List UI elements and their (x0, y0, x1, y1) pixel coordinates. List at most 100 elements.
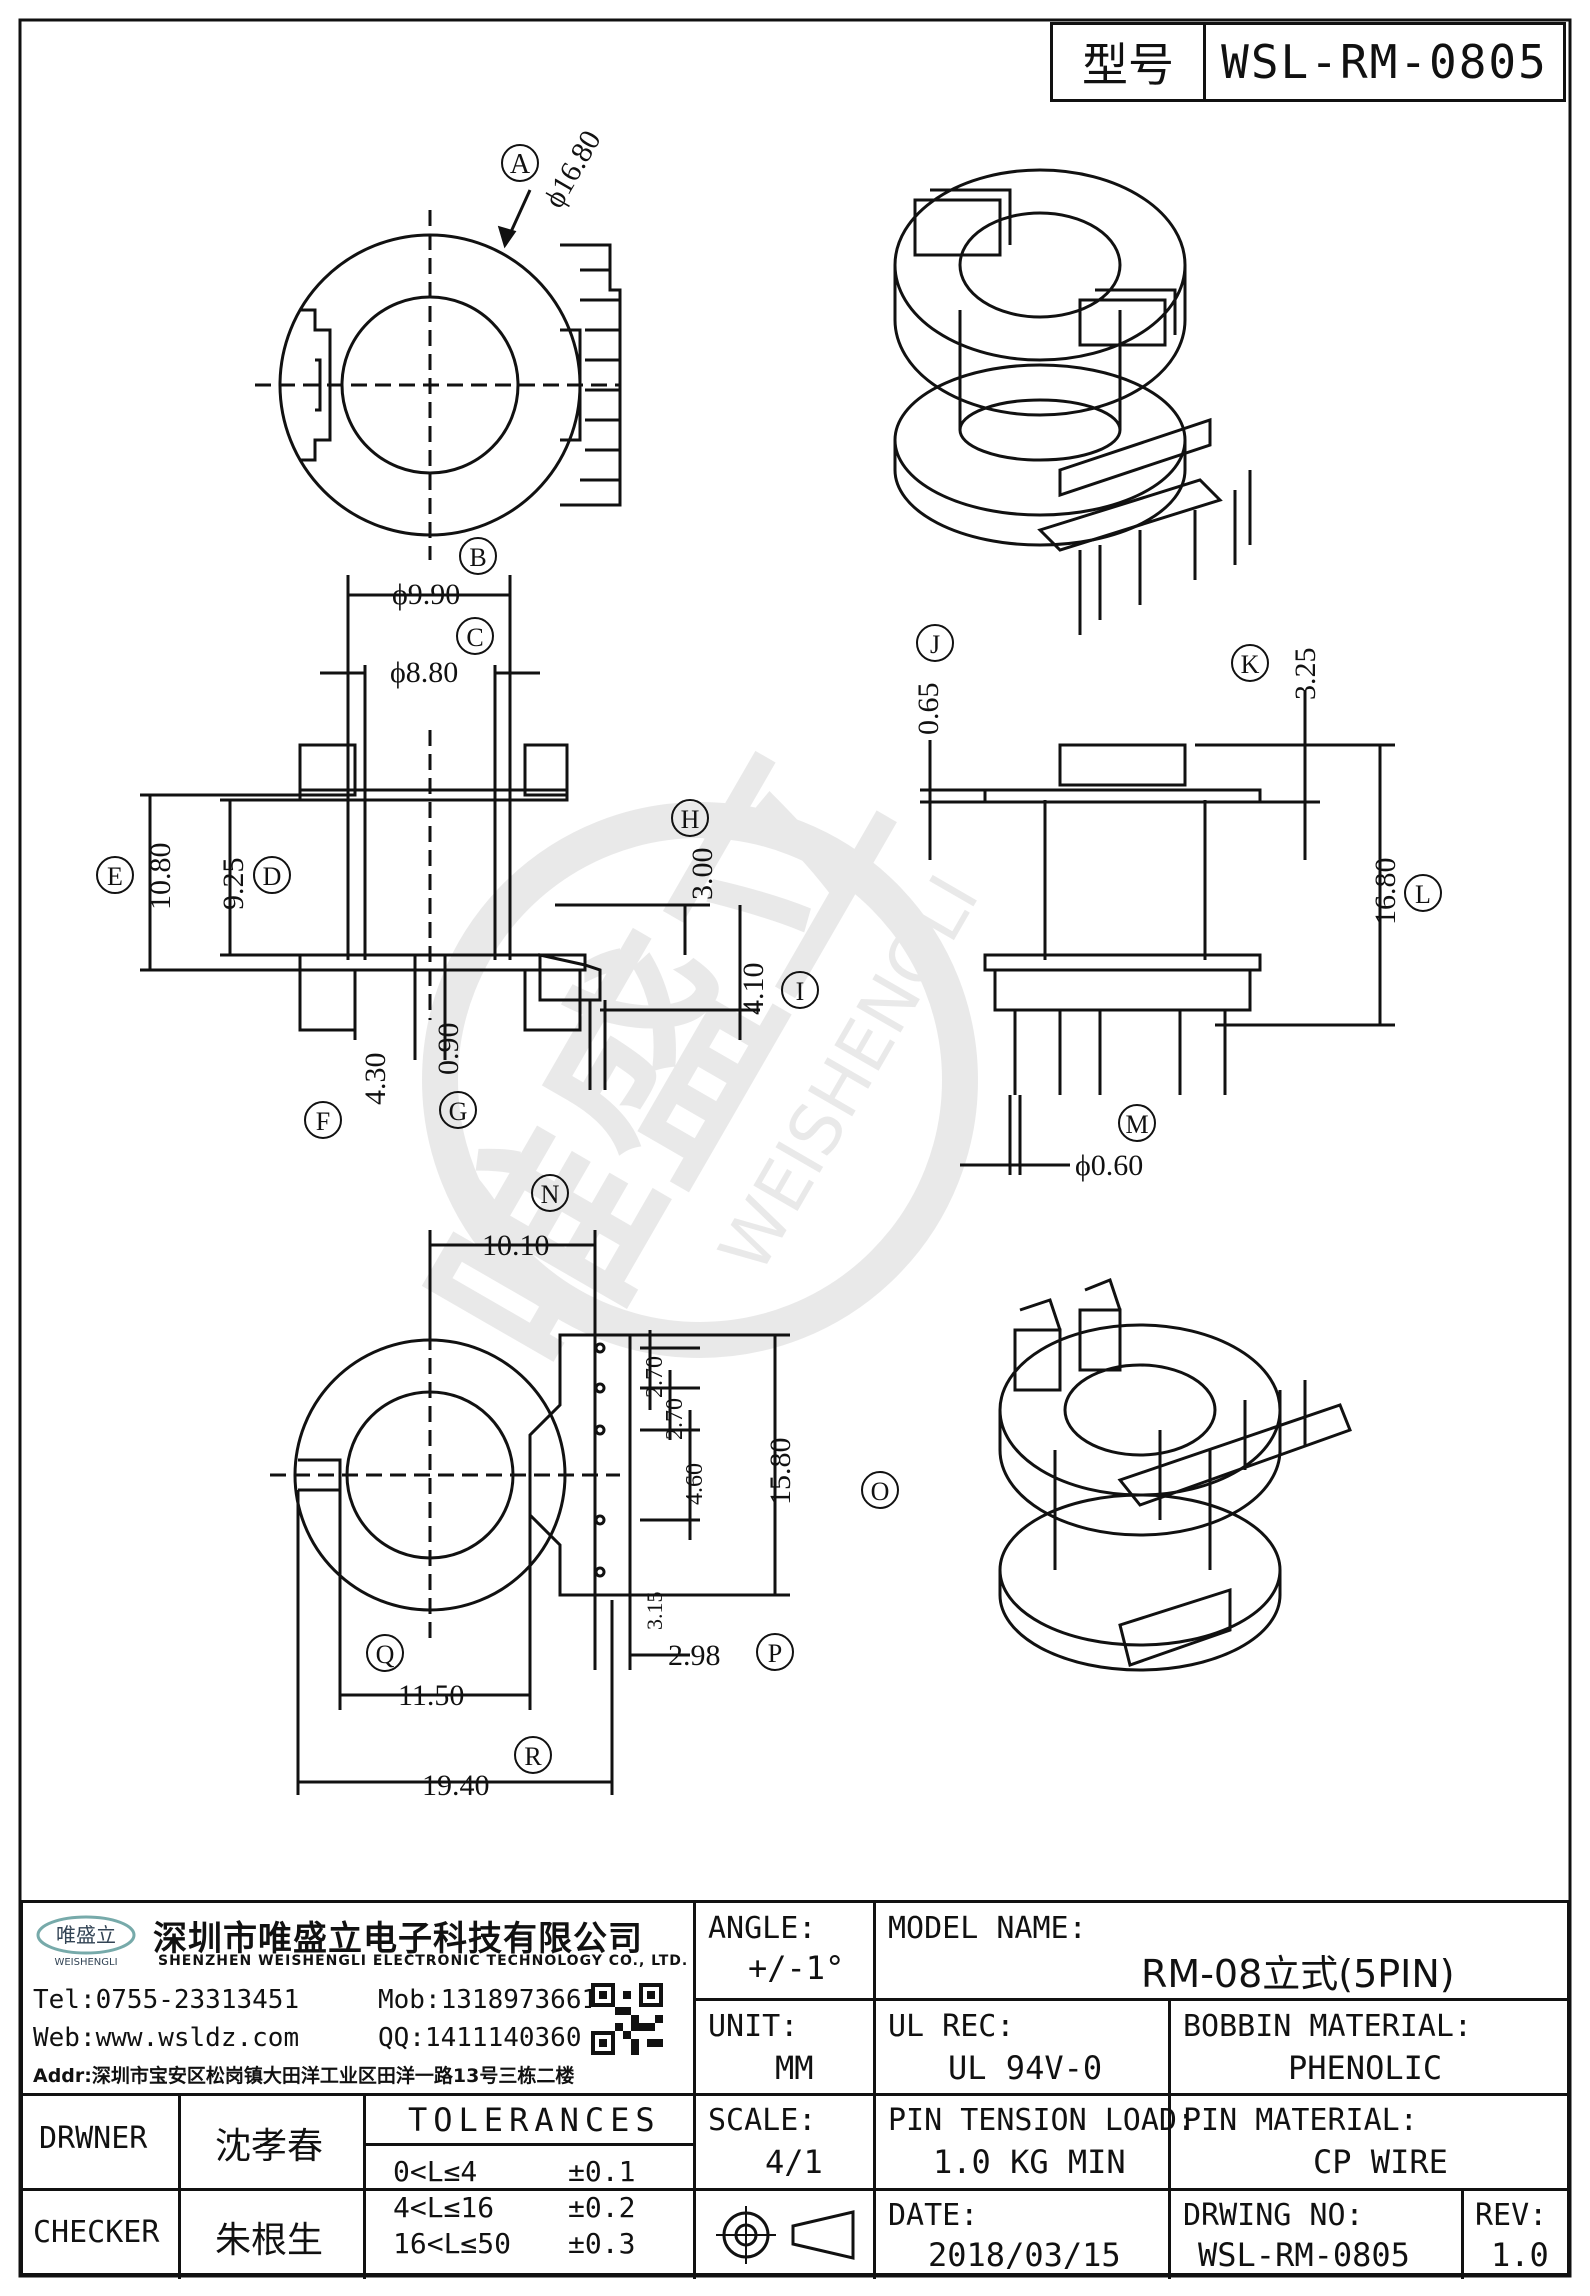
dim-a: ϕ16.80 (537, 125, 607, 214)
view-side (920, 690, 1395, 1175)
dim-q: 11.50 (398, 1679, 464, 1712)
dim-p158: 15.80 (764, 1438, 797, 1506)
dwgno-value: WSL-RM-0805 (1198, 2236, 1410, 2274)
bobbin-label: BOBBIN MATERIAL: (1183, 2009, 1472, 2044)
dim-i: 4.10 (737, 963, 770, 1016)
date-value: 2018/03/15 (928, 2236, 1121, 2274)
type-value: WSL-RM-0805 (1221, 35, 1548, 89)
model-value: RM-08立式(5PIN) (1141, 1952, 1455, 1996)
dim-n: 10.10 (482, 1229, 550, 1262)
dim-d: 9.25 (217, 858, 250, 911)
dim-e: 10.80 (144, 843, 177, 911)
callout-a: A (510, 149, 531, 180)
callout-m: M (1125, 1110, 1148, 1139)
tolerances-title: TOLERANCES (408, 2101, 661, 2139)
callout-q: Q (376, 1640, 395, 1669)
tol-range-3: 16<L≤50 (393, 2227, 512, 2260)
view-iso-bottom (998, 1278, 1352, 1672)
callout-c: C (466, 623, 483, 652)
rev-value: 1.0 (1491, 2236, 1549, 2274)
dwgno-label: DRWING NO: (1183, 2198, 1364, 2233)
dim-g: 0.90 (432, 1023, 465, 1076)
drawer-value: 沈孝春 (215, 2126, 324, 2167)
scale-value: 4/1 (765, 2143, 823, 2181)
dim-p27a: 2.70 (642, 1356, 668, 1398)
callout-n: N (541, 1180, 560, 1209)
view-top (255, 189, 622, 560)
dim-j: 0.65 (912, 683, 945, 736)
dim-h: 3.00 (686, 848, 719, 901)
ul-label: UL REC: (888, 2009, 1015, 2044)
title-block: 唯盛立 WEISHENGLI 深圳市唯盛立电子科技有限公司 SHENZHEN W… (20, 1900, 1570, 2279)
tol-value-1: ±0.1 (568, 2155, 636, 2188)
divider (693, 1998, 1567, 2001)
rev-label: REV: (1475, 2198, 1548, 2233)
logo-sub: WEISHENGLI (54, 1957, 117, 1968)
divider (363, 2143, 693, 2146)
type-box: 型号 WSL-RM-0805 (1050, 22, 1566, 102)
unit-label: UNIT: (708, 2009, 799, 2044)
company-web: Web:www.wsldz.com (33, 2023, 300, 2053)
divider (693, 2188, 1567, 2191)
callout-e: E (107, 862, 123, 891)
view-bottom (270, 1230, 790, 1795)
dim-b: ϕ9.90 (392, 578, 460, 611)
callout-d: D (263, 862, 282, 891)
angle-value: +/-1° (748, 1949, 845, 1987)
tol-range-2: 4<L≤16 (393, 2191, 495, 2224)
view-front (140, 575, 760, 1090)
tol-value-3: ±0.3 (568, 2227, 636, 2260)
callout-b: B (469, 543, 486, 572)
divider (23, 2093, 1567, 2096)
ul-value: UL 94V-0 (948, 2049, 1103, 2087)
callout-p: P (768, 1639, 782, 1668)
callout-o: O (871, 1477, 890, 1506)
dim-l: 16.80 (1369, 858, 1402, 926)
scale-label: SCALE: (708, 2103, 817, 2138)
callout-r: R (524, 1742, 542, 1771)
divider (178, 2093, 181, 2279)
company-name-en: SHENZHEN WEISHENGLI ELECTRONIC TECHNOLOG… (158, 1953, 689, 1969)
dim-p298: 2.98 (668, 1639, 721, 1672)
callout-k: K (1241, 650, 1260, 679)
callout-l: L (1415, 880, 1431, 909)
divider (873, 1903, 876, 2279)
dim-p315: 3.15 (642, 1592, 667, 1631)
divider (363, 2093, 366, 2279)
logo-text: 唯盛立 (56, 1923, 116, 1947)
dim-r: 19.40 (422, 1769, 490, 1802)
callout-f: F (316, 1107, 330, 1136)
tension-value: 1.0 KG MIN (933, 2143, 1126, 2181)
company-qq: QQ:1411140360 (378, 2023, 582, 2053)
pinmat-label: PIN MATERIAL: (1183, 2103, 1418, 2138)
company-addr: Addr:深圳市宝安区松岗镇大田洋工业区田洋一路13号三栋二楼 (33, 2065, 575, 2087)
dim-k: 3.25 (1289, 648, 1322, 701)
projection-symbol-icon (708, 2198, 878, 2273)
pinmat-value: CP WIRE (1313, 2143, 1448, 2181)
date-label: DATE: (888, 2198, 979, 2233)
divider (1461, 2188, 1464, 2279)
type-label: 型号 (1053, 25, 1206, 99)
callout-h: H (681, 805, 700, 834)
checker-label: CHECKER (33, 2215, 160, 2250)
callout-i: I (796, 977, 805, 1006)
dim-f: 4.30 (359, 1053, 392, 1106)
tension-label: PIN TENSION LOAD: (888, 2103, 1196, 2138)
qr-code (591, 1983, 663, 2055)
angle-label: ANGLE: (708, 1911, 817, 1946)
company-mob: Mob:13189736612 (378, 1985, 613, 2015)
view-iso-top (893, 168, 1252, 635)
callout-j: J (930, 630, 940, 659)
callout-g: G (449, 1097, 468, 1126)
dim-c: ϕ8.80 (390, 656, 458, 689)
dim-p27b: 2.70 (662, 1398, 688, 1440)
unit-value: MM (775, 2049, 814, 2087)
tol-range-1: 0<L≤4 (393, 2155, 478, 2188)
checker-value: 朱根生 (215, 2220, 324, 2261)
sheet-border (18, 18, 1572, 2278)
drawer-label: DRWNER (39, 2121, 148, 2156)
dim-m: ϕ0.60 (1075, 1149, 1143, 1182)
model-label: MODEL NAME: (888, 1911, 1087, 1946)
